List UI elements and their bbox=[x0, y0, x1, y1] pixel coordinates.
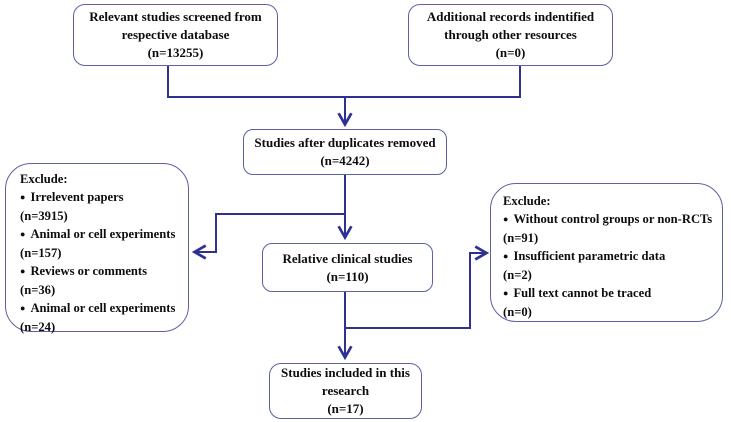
exclude-left-item-label: Animal or cell experiments bbox=[30, 301, 176, 315]
exclude-left-item-label: Animal or cell experiments bbox=[30, 227, 176, 241]
exclude-left-item-label: Reviews or comments bbox=[30, 264, 148, 278]
exclude-left-item: ● Irrelevent papers (n=3915) bbox=[20, 188, 182, 225]
box-screened-records: Relevant studies screened from respectiv… bbox=[73, 4, 278, 66]
box-exclude-left: Exclude: ● Irrelevent papers (n=3915) ● An… bbox=[5, 163, 189, 334]
exclude-right-item-count: (n=0) bbox=[503, 305, 532, 319]
box-exclude-right: Exclude: ● Without control groups or non-… bbox=[490, 183, 723, 322]
exclude-left-item: ● Reviews or comments (n=36) bbox=[20, 262, 182, 299]
exclude-right-item-label: Without control groups or non-RCTs bbox=[513, 212, 713, 226]
exclude-left-item-count: (n=24) bbox=[20, 320, 56, 334]
exclude-right-item-label: Full text cannot be traced bbox=[513, 286, 652, 300]
exclude-right-title: Exclude: bbox=[503, 194, 551, 208]
exclude-left-item-count: (n=157) bbox=[20, 246, 62, 260]
bullet-icon: ● bbox=[503, 287, 509, 298]
box-additional-records-text: Additional records indentified through o… bbox=[426, 9, 595, 60]
exclude-left-item: ● Animal or cell experiments (n=157) bbox=[20, 225, 182, 262]
exclude-right-item-count: (n=91) bbox=[503, 231, 539, 245]
box-duplicates-removed: Studies after duplicates removed (n=4242… bbox=[243, 129, 447, 175]
box-clinical-studies-text: Relative clinical studies (n=110) bbox=[282, 250, 413, 284]
box-clinical-studies: Relative clinical studies (n=110) bbox=[262, 243, 433, 292]
exclude-right-item-label: Insufficient parametric data bbox=[513, 249, 666, 263]
bullet-icon: ● bbox=[20, 228, 26, 239]
bullet-icon: ● bbox=[20, 302, 26, 313]
bullet-icon: ● bbox=[20, 265, 26, 276]
exclude-left-item: ● Animal or cell experiments (n=24) bbox=[20, 299, 182, 336]
exclude-left-title: Exclude: bbox=[20, 172, 68, 186]
bullet-icon: ● bbox=[503, 250, 509, 261]
exclude-right-item: ● Insufficient parametric data (n=2) bbox=[503, 247, 718, 284]
exclude-left-item-count: (n=3915) bbox=[20, 209, 68, 223]
exclude-right-item-count: (n=2) bbox=[503, 268, 532, 282]
box-included-studies: Studies included in this research (n=17) bbox=[269, 363, 422, 419]
box-included-studies-text: Studies included in this research (n=17) bbox=[281, 365, 410, 416]
exclude-left-item-count: (n=36) bbox=[20, 283, 56, 297]
box-duplicates-removed-text: Studies after duplicates removed (n=4242… bbox=[254, 135, 436, 168]
box-additional-records: Additional records indentified through o… bbox=[408, 4, 613, 66]
exclude-right-item: ● Without control groups or non-RCTs (n=9… bbox=[503, 210, 718, 247]
exclude-left-item-label: Irrelevent papers bbox=[30, 190, 124, 204]
connector-top-merge bbox=[167, 66, 521, 98]
exclude-right-item: ● Full text cannot be traced (n=0) bbox=[503, 284, 718, 321]
bullet-icon: ● bbox=[20, 191, 26, 202]
bullet-icon: ● bbox=[503, 213, 509, 224]
box-screened-records-text: Relevant studies screened from respectiv… bbox=[89, 9, 262, 60]
